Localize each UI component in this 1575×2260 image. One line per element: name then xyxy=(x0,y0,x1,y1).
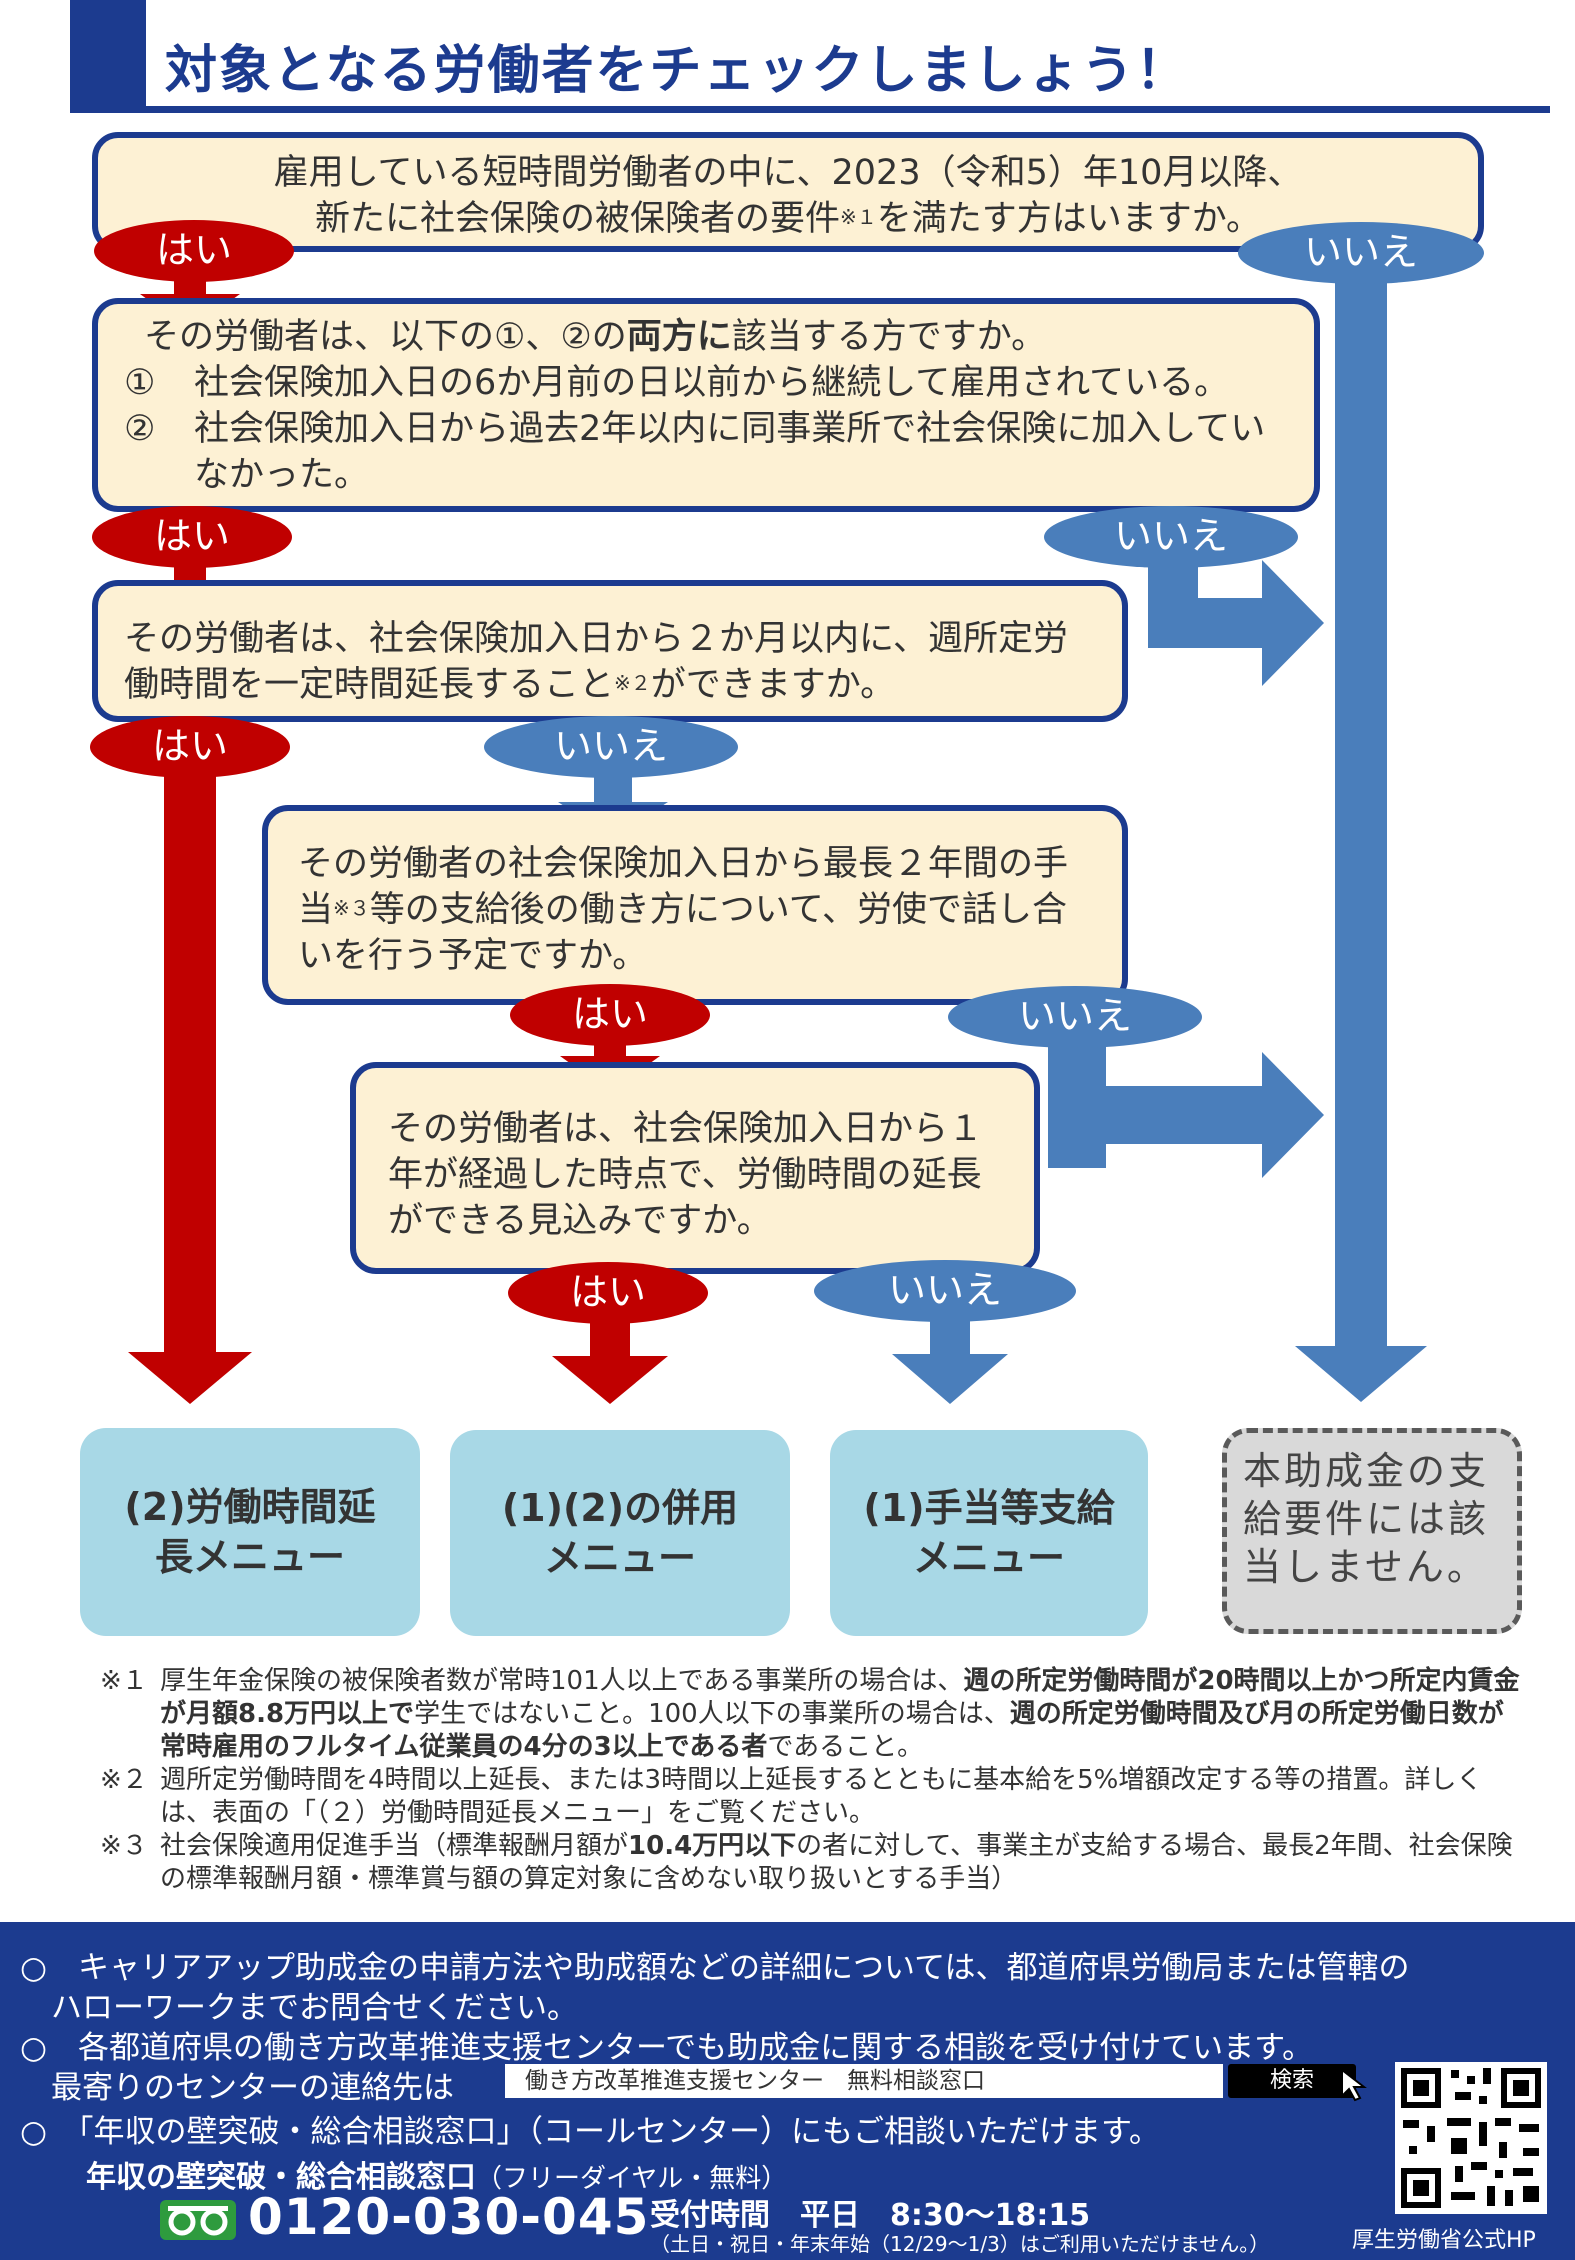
q4-no-arrow-shaft xyxy=(1048,1040,1106,1168)
question-4-box: その労働者の社会保険加入日から最長２年間の手当※３等の支給後の働き方について、労… xyxy=(262,805,1128,1005)
footer-line-5: ○ 「年収の壁突破・総合相談窓口」（コールセンター）にもご相談いただけます。 xyxy=(20,2114,1160,2150)
footnote-1-part: 厚生年金保険の被保険者数が常時101人以上である事業所の場合は、 xyxy=(160,1666,964,1696)
result-combined-menu: (1)(2)の併用メニュー xyxy=(450,1430,790,1636)
footnote-mark: ※１ xyxy=(100,1666,148,1696)
q3-yes-label: はい xyxy=(90,716,290,778)
footnote-1-bold: 週の所定労働時間及び月の所定労働日数が常時雇用のフルタイム従業員の4分の3以上で… xyxy=(160,1699,1504,1762)
q5-yes-label: はい xyxy=(508,1262,708,1324)
freedial-icon xyxy=(160,2200,236,2240)
q5-no-arrow xyxy=(892,1316,1008,1404)
footnote-3-part: 社会保険適用促進手当（標準報酬月額が xyxy=(160,1831,629,1861)
footnote-3-text: 社会保険適用促進手当（標準報酬月額が10.4万円以下の者に対して、事業主が支給す… xyxy=(160,1830,1520,1896)
footnote-1-text: 厚生年金保険の被保険者数が常時101人以上である事業所の場合は、週の所定労働時間… xyxy=(160,1665,1520,1764)
q2-no-label: いいえ xyxy=(1044,506,1298,568)
question-1-box: 雇用している短時間労働者の中に、2023（令和5）年10月以降、 新たに社会保険… xyxy=(92,132,1484,252)
footer-line-1: ○ キャリアアップ助成金の申請方法や助成額などの詳細については、都道府県労働局ま… xyxy=(20,1950,1410,1986)
footnote-1-bold: 週の所定労働時間が20時間以上かつ所定内賃金が月額8.8万円以上で xyxy=(160,1666,1520,1729)
q5-no-label: いいえ xyxy=(814,1260,1076,1322)
item-number: ② xyxy=(124,409,156,449)
q4-no-arrow-shaft-h xyxy=(1104,1086,1274,1144)
question-2-intro: その労働者は、以下の①、②の両方に該当する方ですか。 xyxy=(124,314,1288,360)
consultation-center-note: （フリーダイヤル・無料） xyxy=(476,2164,788,2194)
q2-yes-label: はい xyxy=(92,506,292,568)
q2-no-arrow-head xyxy=(1262,560,1324,686)
item-text: 社会保険加入日から過去2年以内に同事業所で社会保険に加入していなかった。 xyxy=(194,409,1266,495)
q1-yes-label: はい xyxy=(94,220,294,282)
question-2-intro-end: 該当する方ですか。 xyxy=(731,317,1047,357)
result-hours-extension-menu: (2)労働時間延長メニュー xyxy=(80,1428,420,1636)
footnote-2-text: 週所定労働時間を4時間以上延長、または3時間以上延長するとともに基本給を5%増額… xyxy=(160,1765,1483,1828)
consultation-center-name: 年収の壁突破・総合相談窓口 xyxy=(86,2160,476,2195)
footnote-ref-2: ※２ xyxy=(614,671,651,695)
reception-hours-note: （土日・祝日・年末年始（12/29〜1/3）はご利用いただけません。） xyxy=(650,2232,1270,2256)
question-1-text-end: を満たす方はいますか。 xyxy=(876,199,1262,239)
footer-line-2: ハローワークまでお問合せください。 xyxy=(20,1990,578,2026)
footnote-ref-3: ※３ xyxy=(333,896,370,920)
result-allowance-menu: (1)手当等支給メニュー xyxy=(830,1430,1148,1636)
q3-yes-arrow-shaft xyxy=(164,760,216,1360)
q5-yes-arrow xyxy=(552,1320,668,1404)
q1-no-label: いいえ xyxy=(1238,222,1484,284)
footnote-3-bold: 10.4万円以下 xyxy=(628,1831,797,1861)
footnote-ref-1: ※１ xyxy=(839,205,877,229)
footnote-2: ※２ 週所定労働時間を4時間以上延長、または3時間以上延長するとともに基本給を5… xyxy=(100,1764,1520,1830)
q1-no-arrow-head xyxy=(1295,1346,1427,1402)
question-1-line2: 新たに社会保険の被保険者の要件※１を満たす方はいますか。 xyxy=(124,196,1452,242)
question-2-item-1: ① 社会保険加入日の6か月前の日以前から継続して雇用されている。 xyxy=(124,360,1288,406)
footer-line-4: 最寄りのセンターの連絡先は xyxy=(20,2070,454,2106)
question-2-emphasis: 両方に xyxy=(626,317,732,357)
question-3-text-end: ができますか。 xyxy=(650,665,896,705)
footnote-mark: ※３ xyxy=(100,1831,148,1861)
qr-code-icon xyxy=(1401,2068,1541,2208)
footnotes: ※１ 厚生年金保険の被保険者数が常時101人以上である事業所の場合は、週の所定労… xyxy=(100,1665,1520,1896)
question-3-text: その労働者は、社会保険加入日から２か月以内に、週所定労働時間を一定時間延長するこ… xyxy=(124,619,1068,705)
search-input[interactable]: 働き方改革推進支援センター 無料相談窓口 xyxy=(505,2064,1223,2098)
question-3-box: その労働者は、社会保険加入日から２か月以内に、週所定労働時間を一定時間延長するこ… xyxy=(92,580,1128,722)
item-text: 社会保険加入日の6か月前の日以前から継続して雇用されている。 xyxy=(194,363,1230,403)
item-number: ① xyxy=(124,363,156,403)
header-accent-block xyxy=(70,0,146,112)
cursor-icon xyxy=(1341,2068,1367,2102)
footer-line-3: ○ 各都道府県の働き方改革推進支援センターでも助成金に関する相談を受け付けていま… xyxy=(20,2030,1314,2066)
header-underline xyxy=(70,106,1550,113)
page-title: 対象となる労働者をチェックしましょう！ xyxy=(165,41,1190,101)
footnote-3: ※３ 社会保険適用促進手当（標準報酬月額が10.4万円以下の者に対して、事業主が… xyxy=(100,1830,1520,1896)
q3-no-label: いいえ xyxy=(484,716,738,778)
question-2-item-2: ② 社会保険加入日から過去2年以内に同事業所で社会保険に加入していなかった。 xyxy=(124,406,1288,498)
reception-hours: 受付時間 平日 8:30〜18:15 xyxy=(650,2198,1091,2233)
result-not-eligible: 本助成金の支給要件には該当しません。 xyxy=(1222,1428,1522,1634)
question-4-text-end: 等の支給後の働き方について、労使で話し合いを行う予定ですか。 xyxy=(298,890,1067,976)
footnote-1-part: 学生ではないこと。100人以下の事業所の場合は、 xyxy=(414,1699,1010,1729)
mhlw-hp-label[interactable]: 厚生労働省公式HP xyxy=(1352,2228,1536,2253)
question-4-text: その労働者の社会保険加入日から最長２年間の手当 xyxy=(298,844,1069,930)
question-1-text: 新たに社会保険の被保険者の要件 xyxy=(314,199,840,239)
q3-yes-arrow-head xyxy=(128,1352,252,1404)
q4-no-label: いいえ xyxy=(948,986,1202,1048)
q4-no-arrow-head xyxy=(1262,1052,1324,1178)
q4-yes-label: はい xyxy=(510,984,710,1046)
footnote-3-part: の者に対して、事業主が支給する場合、最長2年間、社会保険の標準報酬月額・標準賞与… xyxy=(160,1831,1513,1894)
q1-no-arrow-shaft xyxy=(1335,282,1387,1362)
question-5-text: その労働者は、社会保険加入日から１年が経過した時点で、労働時間の延長ができる見込… xyxy=(388,1109,984,1241)
question-2-intro-text: その労働者は、以下の①、②の xyxy=(144,317,627,357)
qr-code[interactable] xyxy=(1395,2062,1547,2214)
footnote-1-part: であること。 xyxy=(767,1732,924,1762)
q2-no-arrow-shaft-h xyxy=(1148,598,1272,648)
search-button[interactable]: 検索 xyxy=(1228,2064,1356,2098)
footer-contact-panel: ○ キャリアアップ助成金の申請方法や助成額などの詳細については、都道府県労働局ま… xyxy=(0,1922,1575,2260)
footnote-mark: ※２ xyxy=(100,1765,148,1795)
question-5-box: その労働者は、社会保険加入日から１年が経過した時点で、労働時間の延長ができる見込… xyxy=(350,1062,1040,1274)
consultation-center: 年収の壁突破・総合相談窓口（フリーダイヤル・無料） xyxy=(86,2152,787,2196)
question-1-line1: 雇用している短時間労働者の中に、2023（令和5）年10月以降、 xyxy=(273,153,1303,193)
footnote-1: ※１ 厚生年金保険の被保険者数が常時101人以上である事業所の場合は、週の所定労… xyxy=(100,1665,1520,1764)
question-2-box: その労働者は、以下の①、②の両方に該当する方ですか。 ① 社会保険加入日の6か月前… xyxy=(92,298,1320,512)
phone-number[interactable]: 0120-030-045 xyxy=(248,2188,650,2246)
